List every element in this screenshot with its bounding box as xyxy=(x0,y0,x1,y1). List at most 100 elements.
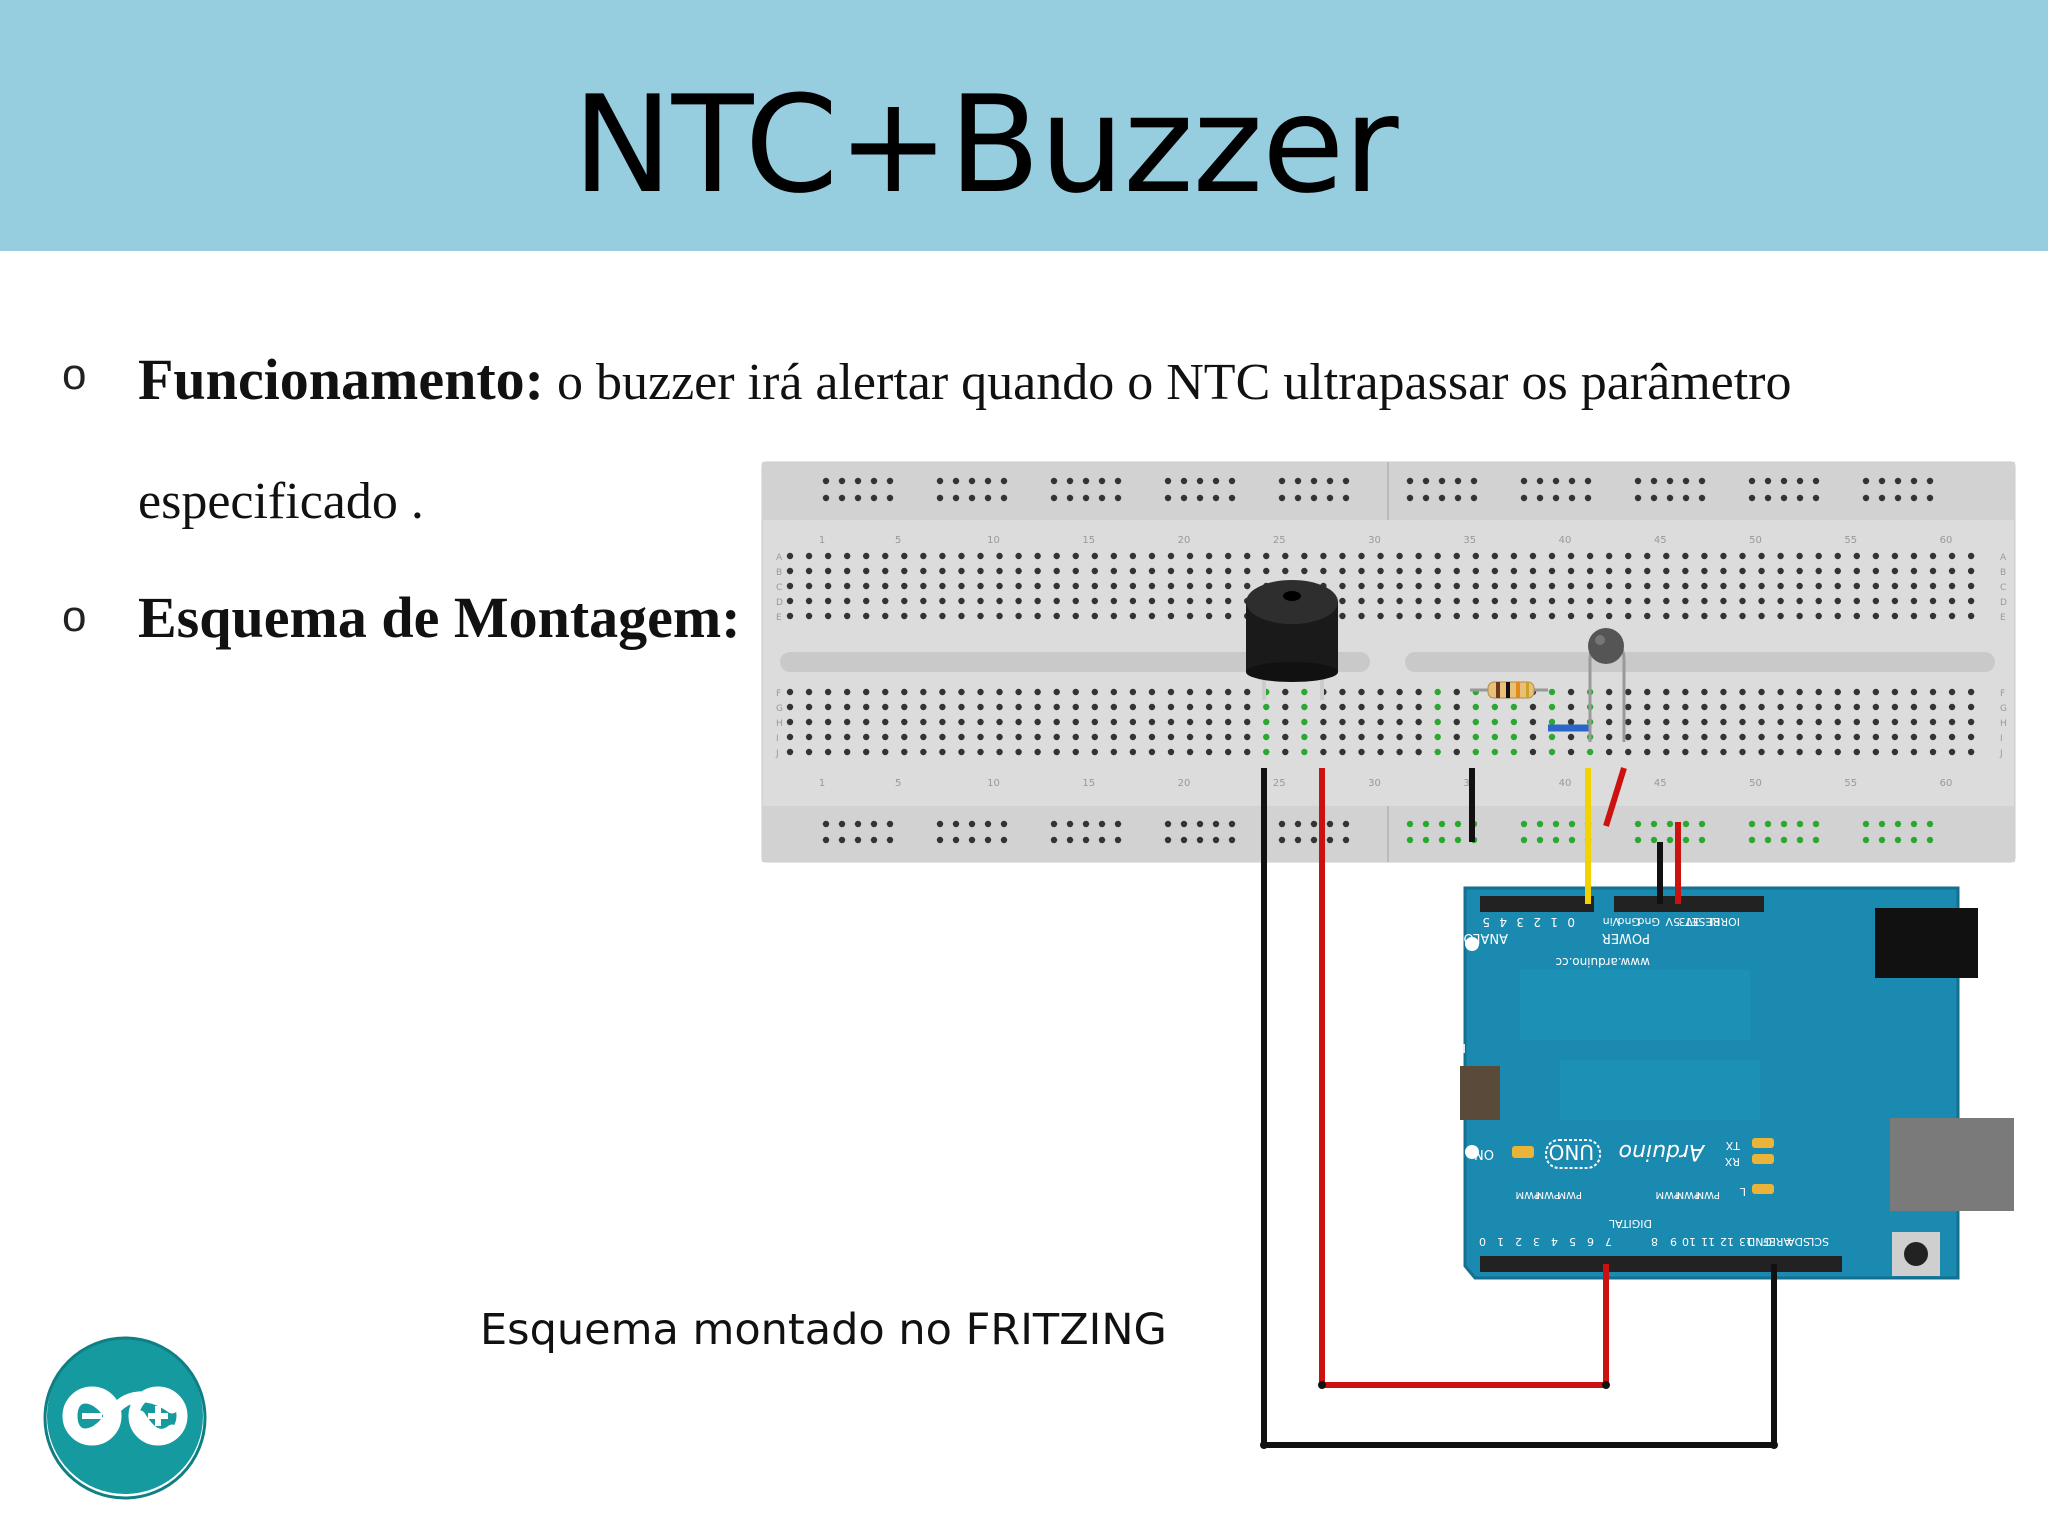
digital-header-low xyxy=(1480,1256,1662,1272)
power-pin-label: Vin xyxy=(1603,915,1620,928)
pwm-label: PWM xyxy=(1535,1189,1560,1200)
row-letter: D xyxy=(776,598,783,608)
analog-header xyxy=(1480,896,1594,912)
usb-port xyxy=(1890,1118,2014,1211)
digital-pin-label: 8 xyxy=(1651,1235,1658,1248)
on-led xyxy=(1512,1146,1534,1158)
wire-red-ntc-rail xyxy=(1603,767,1627,827)
pwm-label: PWM xyxy=(1655,1189,1680,1200)
tx-led xyxy=(1752,1138,1774,1148)
digital-pin-label: 0 xyxy=(1479,1235,1486,1248)
digital-pin-label: AREF xyxy=(1763,1235,1791,1248)
row-letter: J xyxy=(1999,749,2003,759)
resistor xyxy=(1470,681,1548,699)
digital-pin-label: 11 xyxy=(1701,1235,1715,1248)
rx-label: RX xyxy=(1724,1155,1740,1168)
power-pin-label: 3V3 xyxy=(1678,915,1700,928)
digital-pin-label: 1 xyxy=(1497,1235,1504,1248)
uno-label: UNO xyxy=(1549,1140,1594,1164)
row-letter: A xyxy=(776,553,783,563)
column-number-bottom: 25 xyxy=(1273,778,1286,789)
power-header xyxy=(1614,896,1764,912)
analog-pin-label: 5 xyxy=(1482,915,1490,929)
row-letter: C xyxy=(2000,583,2006,593)
row-letter: I xyxy=(776,734,779,744)
pwm-label: PWM xyxy=(1695,1189,1720,1200)
digital-pin-label: 2 xyxy=(1515,1235,1522,1248)
power-pin-label: Gnd xyxy=(1638,915,1660,928)
column-number-bottom: 55 xyxy=(1844,778,1857,789)
column-number-bottom: 10 xyxy=(987,778,1000,789)
digital-pin-label: GND xyxy=(1747,1235,1772,1248)
pwm-label: PWM xyxy=(1515,1189,1540,1200)
row-letter: H xyxy=(776,719,783,729)
breadboard-holes xyxy=(786,477,1975,844)
column-number-bottom: 50 xyxy=(1749,778,1762,789)
analog-pin-label: 1 xyxy=(1550,915,1558,929)
row-letter: H xyxy=(2000,719,2007,729)
title-banner xyxy=(0,0,2048,251)
column-number-top: 35 xyxy=(1463,535,1476,546)
column-number-bottom: 15 xyxy=(1082,778,1095,789)
bullet-funcionamento: Funcionamento: o buzzer irá alertar quan… xyxy=(138,350,1792,413)
arduino-brand: Arduino xyxy=(1618,1139,1706,1164)
column-number-bottom: 30 xyxy=(1368,778,1381,789)
digital-pin-label: SDA xyxy=(1787,1235,1810,1248)
wire-black-buzzer-gnd xyxy=(1261,768,1777,1448)
column-number-top: 25 xyxy=(1273,535,1286,546)
power-pin-label: 5V xyxy=(1665,915,1680,928)
row-letter: F xyxy=(2000,689,2005,699)
column-number-top: 20 xyxy=(1178,535,1191,546)
column-number-top: 50 xyxy=(1749,535,1762,546)
row-letter: E xyxy=(2000,613,2006,623)
pwm-label: PWM xyxy=(1557,1189,1582,1200)
digital-pin-label: 4 xyxy=(1551,1235,1558,1248)
bullet-text-funcionamento: o buzzer irá alertar quando o NTC ultrap… xyxy=(557,354,1792,411)
column-number-top: 60 xyxy=(1940,535,1953,546)
digital-pin-label: 5 xyxy=(1569,1235,1576,1248)
row-letter: G xyxy=(776,704,783,714)
breadboard-center-gap-left xyxy=(780,652,1370,672)
on-label: ON xyxy=(1474,1146,1494,1161)
column-number-top: 15 xyxy=(1082,535,1095,546)
bullet-esquema: Esquema de Montagem: xyxy=(138,588,741,651)
rx-led xyxy=(1752,1154,1774,1164)
column-number-top: 10 xyxy=(987,535,1000,546)
bullet-label-funcionamento: Funcionamento: xyxy=(138,347,544,412)
tx-label: TX xyxy=(1725,1139,1741,1152)
buzzer xyxy=(1246,580,1338,700)
icsp-header xyxy=(1460,1066,1500,1120)
l-label: L xyxy=(1739,1185,1746,1198)
column-number-top: 45 xyxy=(1654,535,1667,546)
row-letter: I xyxy=(2000,734,2003,744)
column-number-bottom: 20 xyxy=(1178,778,1191,789)
column-number-bottom: 5 xyxy=(895,778,901,789)
row-letter: B xyxy=(776,568,782,578)
analog-pin-label: 2 xyxy=(1533,915,1541,929)
row-letter: G xyxy=(2000,704,2007,714)
row-letter: B xyxy=(2000,568,2006,578)
column-number-bottom: 1 xyxy=(819,778,825,789)
bullet-marker-2: o xyxy=(62,592,87,641)
digital-pin-label: 3 xyxy=(1533,1235,1540,1248)
power-pin-label: Gnd xyxy=(1618,915,1640,928)
digital-pin-label: 12 xyxy=(1720,1235,1734,1248)
column-number-bottom: 40 xyxy=(1559,778,1572,789)
digital-pin-label: 7 xyxy=(1605,1235,1612,1248)
digital-pin-label: 6 xyxy=(1587,1235,1594,1248)
column-number-bottom: 45 xyxy=(1654,778,1667,789)
bullet-continuation: especificado . xyxy=(138,473,424,530)
column-number-top: 5 xyxy=(895,535,901,546)
row-letter: A xyxy=(2000,553,2007,563)
digital-pin-label: SCL xyxy=(1807,1235,1829,1248)
column-number-top: 40 xyxy=(1559,535,1572,546)
power-label: POWER xyxy=(1602,930,1650,945)
icsp-label: ICSP xyxy=(1439,1041,1466,1055)
breadboard-center-gap-right xyxy=(1405,652,1995,672)
